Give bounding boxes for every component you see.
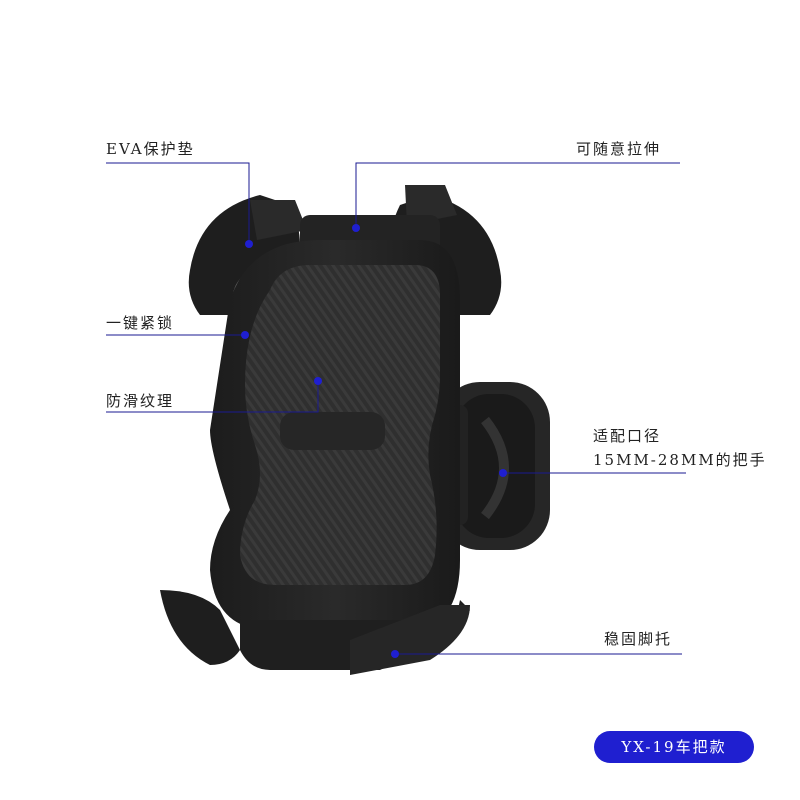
label-stable-foot: 稳固脚托	[604, 630, 673, 648]
callout-dot-fit	[499, 469, 507, 477]
callout-dot-stretch	[352, 224, 360, 232]
bottom-feet	[160, 590, 470, 675]
callout-dot-antislip	[314, 377, 322, 385]
callout-lines	[106, 162, 686, 655]
model-badge: YX-19车把款	[594, 731, 754, 763]
callout-dots	[241, 224, 507, 658]
callout-line-antislip	[106, 382, 319, 413]
label-anti-slip: 防滑纹理	[106, 392, 175, 410]
callout-dot-eva	[245, 240, 253, 248]
callout-dot-lock	[241, 331, 249, 339]
label-stretchable: 可随意拉伸	[576, 140, 662, 158]
label-eva-pad: EVA保护垫	[106, 140, 195, 158]
callout-dot-foot	[391, 650, 399, 658]
label-fit-line2: 15MM-28MM的把手	[593, 451, 767, 469]
label-fit-line1: 适配口径	[593, 427, 662, 445]
center-button	[280, 412, 385, 450]
label-one-key-lock: 一键紧锁	[106, 314, 175, 332]
phone-holder-body	[210, 240, 460, 630]
callout-line-stretch	[355, 162, 680, 226]
callout-line-eva	[106, 162, 250, 242]
